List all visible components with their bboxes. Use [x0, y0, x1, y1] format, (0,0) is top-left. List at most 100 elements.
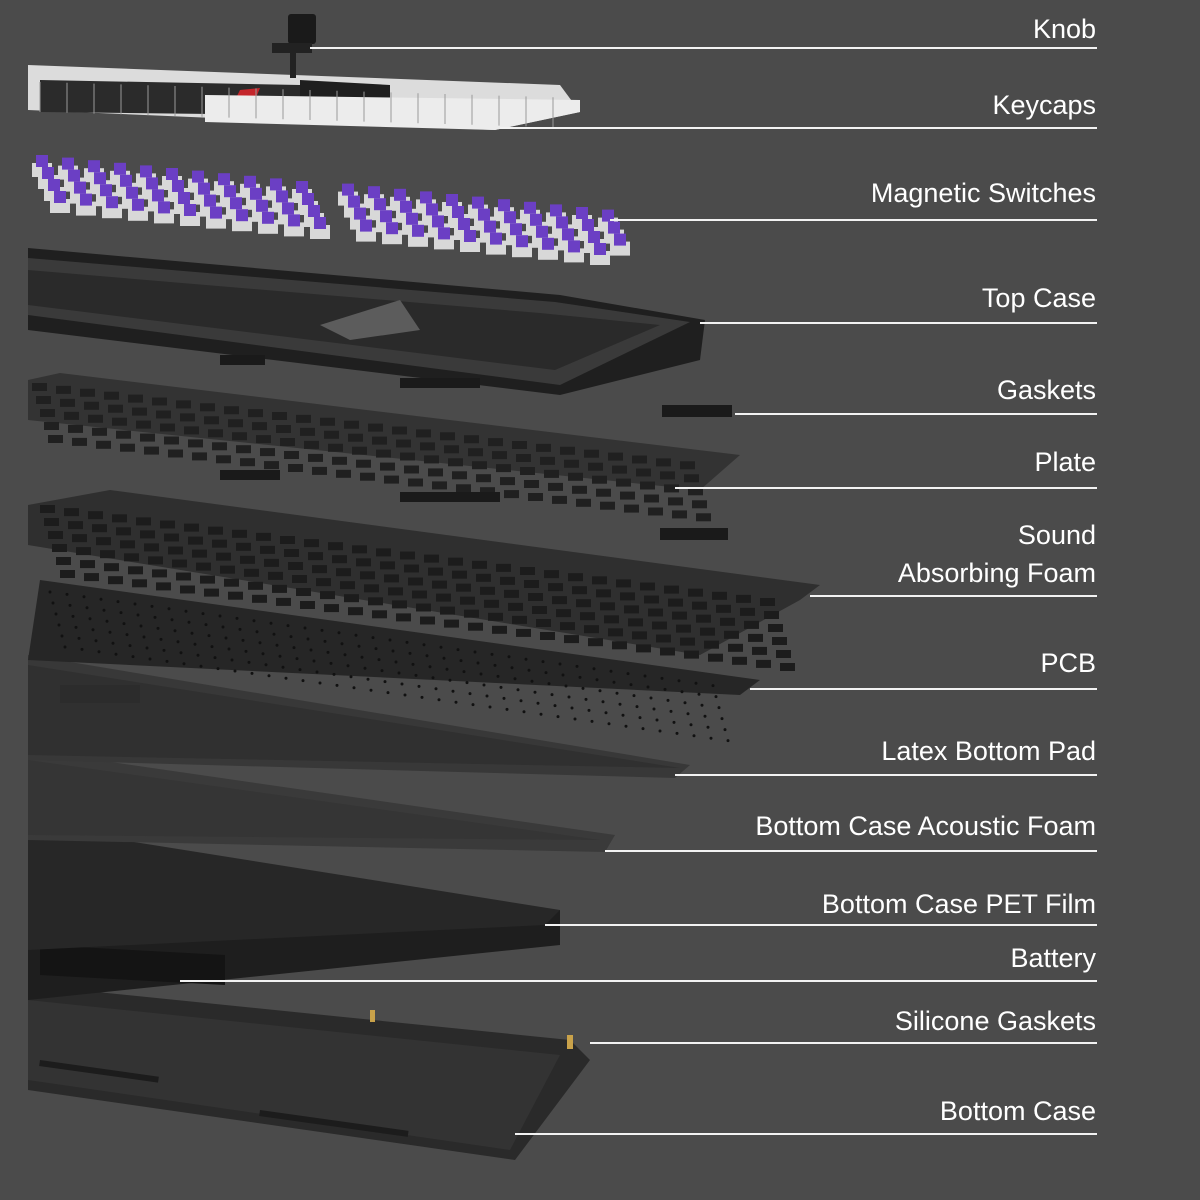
sound-absorbing-foam-part: [28, 490, 820, 655]
switch-stem: [504, 211, 516, 224]
switch-stem: [68, 169, 80, 182]
switch-stem: [36, 155, 48, 167]
switch-stem: [74, 181, 86, 194]
switch-stem: [394, 188, 406, 201]
switch-stem: [562, 228, 574, 241]
switch-stem: [80, 193, 92, 206]
leader-line-battery: [180, 980, 1097, 982]
leader-line-bottom-case: [515, 1133, 1097, 1135]
switch-stem: [516, 235, 528, 248]
label-plate: Plate: [1034, 447, 1096, 477]
leader-line-keycaps: [500, 127, 1097, 129]
switch-stem: [48, 179, 60, 191]
switch-stem: [360, 219, 372, 232]
leader-line-silicone-gaskets: [590, 1042, 1097, 1044]
silicone-gaskets-part: [370, 1010, 573, 1049]
switch-stem: [490, 232, 502, 245]
switch-stem: [120, 174, 132, 187]
plate-cutouts: [32, 383, 711, 522]
switch-stem: [256, 199, 268, 212]
switch-stem: [438, 227, 450, 240]
switch-stem: [230, 197, 242, 210]
gasket-piece: [660, 528, 728, 540]
switch-stem: [308, 205, 320, 217]
switch-stem: [536, 225, 548, 238]
top-case-part: [28, 248, 705, 395]
leader-line-plate: [675, 487, 1097, 489]
switch-stem: [472, 196, 484, 209]
leader-line-top-case: [700, 322, 1097, 324]
switch-stem: [446, 194, 458, 206]
switch-stem: [262, 211, 274, 224]
switch-stem: [498, 199, 510, 212]
label-top-case: Top Case: [981, 283, 1096, 313]
switch-stem: [614, 233, 626, 246]
switch-stem: [146, 177, 158, 190]
gasket-piece: [662, 405, 732, 417]
switch-stem: [132, 198, 144, 211]
leader-line-magnetic-switches: [610, 219, 1097, 221]
switch-stem: [244, 175, 256, 188]
switch-stem: [524, 201, 536, 214]
switch-stem: [210, 206, 222, 219]
switch-stem: [204, 194, 216, 207]
switch-stem: [588, 231, 600, 243]
label-magnetic-switches: Magnetic Switches: [870, 178, 1096, 208]
switch-stem: [380, 210, 392, 223]
label-keycaps: Keycaps: [992, 90, 1096, 120]
switch-stem: [542, 237, 554, 250]
label-battery: Battery: [1010, 943, 1096, 973]
switch-stem: [568, 240, 580, 253]
pet-film-part: [28, 825, 560, 950]
switch-stem: [314, 217, 326, 229]
switch-stem: [152, 189, 164, 202]
switch-stem: [94, 172, 106, 185]
switch-stem: [192, 170, 204, 183]
label-bottom-case: Bottom Case: [939, 1096, 1096, 1126]
switch-stem: [126, 186, 138, 199]
switch-stem: [510, 223, 522, 236]
label-latex-bottom-pad: Latex Bottom Pad: [881, 736, 1096, 766]
switch-stem: [608, 221, 620, 234]
label-silicone-gaskets: Silicone Gaskets: [894, 1006, 1096, 1036]
switch-stem: [452, 206, 464, 218]
switch-stem: [54, 191, 66, 203]
switch-stem: [270, 178, 282, 191]
switch-stem: [218, 173, 230, 186]
switch-stem: [530, 213, 542, 226]
switch-stem: [348, 195, 360, 208]
label-sound: Sound: [1017, 520, 1096, 550]
label-bottom-case-acoustic-foam: Bottom Case Acoustic Foam: [755, 811, 1096, 841]
switch-stem: [288, 214, 300, 227]
switch-stem: [302, 193, 314, 205]
switch-stem: [556, 216, 568, 229]
switch-stem: [276, 190, 288, 203]
pcb-holes: [48, 590, 730, 743]
switch-stem: [550, 204, 562, 217]
label-gaskets: Gaskets: [996, 375, 1096, 405]
keycaps-part: [28, 65, 580, 130]
knob-part: [272, 14, 316, 78]
leader-line-latex-bottom-pad: [675, 774, 1097, 776]
switch-stem: [576, 207, 588, 219]
switch-stem: [236, 209, 248, 222]
leader-line-gaskets: [735, 413, 1097, 415]
switch-stem: [412, 224, 424, 237]
switch-stem: [484, 220, 496, 233]
switch-stem: [368, 186, 380, 199]
leader-line-bottom-case-acoustic-foam: [605, 850, 1097, 852]
switch-stem: [406, 212, 418, 225]
label-bottom-case-pet-film: Bottom Case PET Film: [821, 889, 1096, 919]
switch-stem: [374, 198, 386, 211]
switch-stem: [282, 202, 294, 215]
switch-stem: [158, 201, 170, 214]
switch-stem: [100, 184, 112, 197]
switch-stem: [114, 162, 126, 175]
switch-stem: [582, 219, 594, 231]
switch-stem: [296, 181, 308, 193]
foam-cutouts: [40, 505, 795, 671]
switch-stem: [62, 157, 74, 170]
switch-stem: [140, 165, 152, 178]
switch-stem: [172, 180, 184, 192]
